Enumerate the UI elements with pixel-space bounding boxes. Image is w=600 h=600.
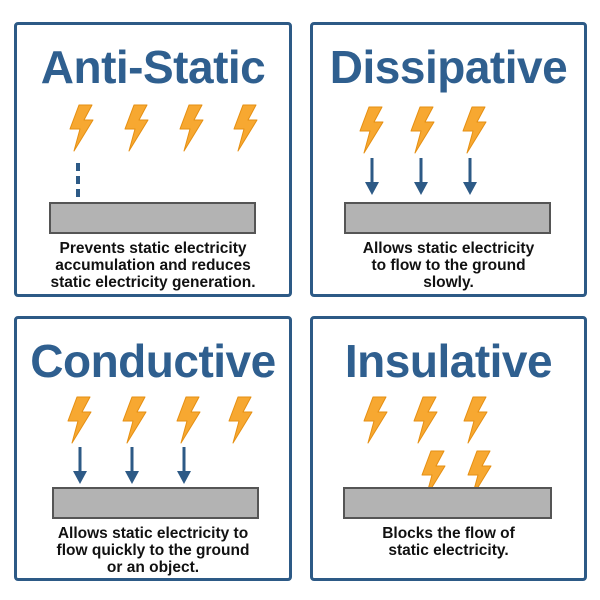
arrow-down-icon (71, 445, 89, 486)
panel-description: Allows static electricity to flow to the… (362, 240, 535, 291)
arrow-row (71, 445, 193, 486)
lightning-bolt-icon (359, 106, 384, 154)
dashed-charge-line (76, 163, 80, 197)
panel-anti-static: Anti-Static Prevents static electricity … (14, 22, 292, 297)
lightning-bolt-icon (462, 106, 487, 154)
panel-description: Allows static electricity to flow quickl… (56, 525, 250, 576)
panel-description: Prevents static electricity accumulation… (50, 240, 256, 291)
lightning-bolt-icon (463, 396, 488, 444)
material-plate (343, 487, 552, 519)
material-plate (52, 487, 259, 519)
arrow-row (363, 156, 479, 197)
arrow-down-icon (175, 445, 193, 486)
lightning-bolt-icon (413, 396, 438, 444)
lightning-bolt-icon (228, 396, 253, 444)
bolt-row (359, 106, 487, 154)
panel-illustration (49, 104, 258, 234)
bolt-row (69, 104, 258, 152)
lightning-bolt-icon (69, 104, 94, 152)
panel-illustration (344, 106, 551, 234)
lightning-bolt-icon (363, 396, 388, 444)
panel-title: Insulative (344, 335, 553, 387)
panel-illustration (52, 396, 259, 519)
lightning-bolt-icon (67, 396, 92, 444)
arrow-down-icon (363, 156, 381, 197)
panel-illustration (343, 396, 552, 519)
panel-title: Conductive (30, 335, 276, 387)
lightning-bolt-icon (410, 106, 435, 154)
panel-description: Blocks the flow of static electricity. (382, 525, 515, 559)
lightning-bolt-icon (233, 104, 258, 152)
panel-title: Anti-Static (40, 41, 266, 93)
panel-dissipative: Dissipative Allows static electricity to… (310, 22, 587, 297)
lightning-bolt-icon (124, 104, 149, 152)
panel-insulative: Insulative Blocks the flow of static ele… (310, 316, 587, 581)
arrow-down-icon (412, 156, 430, 197)
lightning-bolt-icon (179, 104, 204, 152)
lightning-bolt-icon (176, 396, 201, 444)
panel-conductive: Conductive Allows static electricity to … (14, 316, 292, 581)
lightning-bolt-icon (122, 396, 147, 444)
panel-title: Dissipative (329, 41, 568, 93)
material-plate (49, 202, 256, 234)
bolt-row (67, 396, 253, 444)
material-plate (344, 202, 551, 234)
arrow-down-icon (461, 156, 479, 197)
arrow-down-icon (123, 445, 141, 486)
bolt-row (363, 396, 492, 498)
